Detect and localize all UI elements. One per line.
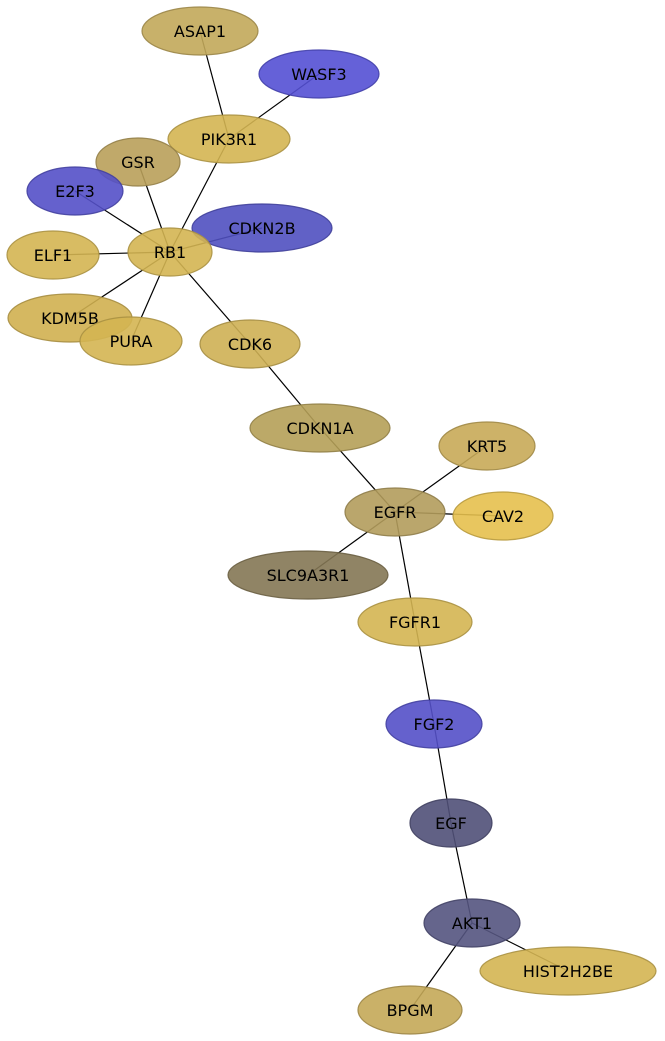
node-ellipse-krt5 xyxy=(438,421,536,471)
node-label-wasf3: WASF3 xyxy=(291,65,346,84)
node-ellipse-fgf2 xyxy=(385,699,483,749)
node-ellipse-fgfr1 xyxy=(357,597,473,647)
node-ellipse-rb1 xyxy=(127,227,213,277)
node-label-asap1: ASAP1 xyxy=(174,22,226,41)
node-label-cdkn1a: CDKN1A xyxy=(286,419,353,438)
node-ellipse-asap1 xyxy=(141,6,259,56)
node-ellipse-pura xyxy=(79,316,183,366)
node-pik3r1[interactable]: PIK3R1 xyxy=(167,114,291,164)
node-krt5[interactable]: KRT5 xyxy=(438,421,536,471)
node-egf[interactable]: EGF xyxy=(409,798,493,848)
node-label-cav2: CAV2 xyxy=(482,507,524,526)
node-label-pura: PURA xyxy=(110,332,153,351)
node-label-cdk6: CDK6 xyxy=(228,335,272,354)
node-egfr[interactable]: EGFR xyxy=(344,487,446,537)
node-hist2h2be[interactable]: HIST2H2BE xyxy=(479,946,657,996)
node-fgfr1[interactable]: FGFR1 xyxy=(357,597,473,647)
node-label-gsr: GSR xyxy=(121,153,155,172)
node-ellipse-elf1 xyxy=(6,230,100,280)
node-ellipse-cdkn1a xyxy=(249,403,391,453)
node-cav2[interactable]: CAV2 xyxy=(452,491,554,541)
node-label-fgf2: FGF2 xyxy=(414,715,455,734)
node-bpgm[interactable]: BPGM xyxy=(357,985,463,1035)
node-label-cdkn2b: CDKN2B xyxy=(228,219,295,238)
node-ellipse-wasf3 xyxy=(258,49,380,99)
node-ellipse-gsr xyxy=(95,137,181,187)
node-ellipse-cdkn2b xyxy=(191,203,333,253)
node-pura[interactable]: PURA xyxy=(79,316,183,366)
node-ellipse-hist2h2be xyxy=(479,946,657,996)
node-label-pik3r1: PIK3R1 xyxy=(201,130,257,149)
node-fgf2[interactable]: FGF2 xyxy=(385,699,483,749)
node-label-e2f3: E2F3 xyxy=(55,182,95,201)
node-label-akt1: AKT1 xyxy=(452,914,492,933)
node-rb1[interactable]: RB1 xyxy=(127,227,213,277)
node-ellipse-akt1 xyxy=(423,898,521,948)
node-label-fgfr1: FGFR1 xyxy=(389,613,441,632)
node-label-rb1: RB1 xyxy=(154,243,186,262)
node-ellipse-egf xyxy=(409,798,493,848)
node-ellipse-egfr xyxy=(344,487,446,537)
node-label-kdm5b: KDM5B xyxy=(41,309,99,328)
node-label-slc9a3r1: SLC9A3R1 xyxy=(267,566,350,585)
node-akt1[interactable]: AKT1 xyxy=(423,898,521,948)
node-asap1[interactable]: ASAP1 xyxy=(141,6,259,56)
node-label-egfr: EGFR xyxy=(374,503,417,522)
node-ellipse-bpgm xyxy=(357,985,463,1035)
node-slc9a3r1[interactable]: SLC9A3R1 xyxy=(227,550,389,600)
node-label-bpgm: BPGM xyxy=(387,1001,434,1020)
node-elf1[interactable]: ELF1 xyxy=(6,230,100,280)
node-wasf3[interactable]: WASF3 xyxy=(258,49,380,99)
node-ellipse-cdk6 xyxy=(199,319,301,369)
node-ellipse-pik3r1 xyxy=(167,114,291,164)
node-cdkn2b[interactable]: CDKN2B xyxy=(191,203,333,253)
node-gsr[interactable]: GSR xyxy=(95,137,181,187)
node-label-egf: EGF xyxy=(435,814,467,833)
node-cdk6[interactable]: CDK6 xyxy=(199,319,301,369)
node-ellipse-slc9a3r1 xyxy=(227,550,389,600)
node-cdkn1a[interactable]: CDKN1A xyxy=(249,403,391,453)
node-ellipse-cav2 xyxy=(452,491,554,541)
node-ellipse-e2f3 xyxy=(26,166,124,216)
node-label-krt5: KRT5 xyxy=(467,437,507,456)
node-label-hist2h2be: HIST2H2BE xyxy=(523,962,613,981)
node-label-elf1: ELF1 xyxy=(34,246,72,265)
node-e2f3[interactable]: E2F3 xyxy=(26,166,124,216)
